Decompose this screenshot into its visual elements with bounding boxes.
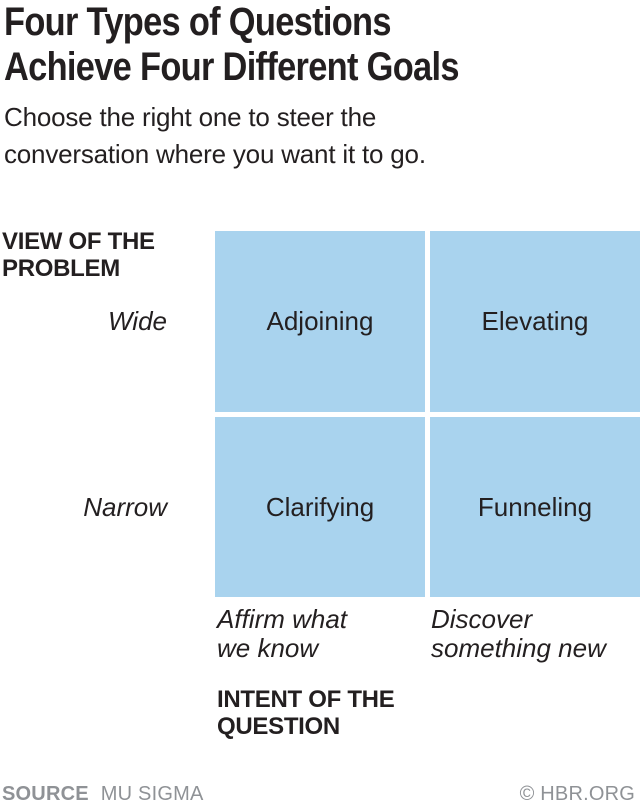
source-label: SOURCE (2, 783, 89, 805)
column-footnote-affirm: Affirm what we know (217, 605, 347, 663)
x-axis-title: INTENT OF THE QUESTION (217, 686, 395, 740)
source-value: MU SIGMA (100, 783, 204, 805)
y-axis-title-line1: VIEW OF THE (2, 228, 155, 255)
matrix-cell-funneling: Funneling (430, 417, 640, 597)
y-axis-title-line2: PROBLEM (2, 255, 120, 282)
x-axis-title-line2: QUESTION (217, 713, 340, 740)
page-title: Four Types of Questions Achieve Four Dif… (4, 0, 459, 90)
matrix-cell-clarifying: Clarifying (215, 417, 425, 597)
row-label-narrow: Narrow (83, 491, 167, 522)
page-title-line1: Four Types of Questions (4, 0, 392, 44)
x-axis-title-line1: INTENT OF THE (217, 686, 395, 713)
page-title-line2: Achieve Four Different Goals (4, 45, 459, 89)
matrix-cell-adjoining: Adjoining (215, 231, 425, 412)
source-attribution: SOURCE MU SIGMA (2, 782, 204, 806)
column-footnote-affirm-line2: we know (217, 633, 319, 663)
column-footnote-affirm-line1: Affirm what (217, 604, 348, 634)
subtitle-line2: conversation where you want it to go. (4, 139, 426, 169)
matrix-grid: Adjoining Elevating Clarifying Funneling (215, 231, 640, 597)
column-footnote-discover: Discover something new (431, 605, 606, 663)
y-axis-title: VIEW OF THE PROBLEM (2, 228, 155, 282)
column-footnote-discover-line2: something new (431, 633, 606, 663)
credit: © HBR.ORG (519, 783, 635, 805)
column-footnote-discover-line1: Discover (431, 604, 533, 634)
subtitle-line1: Choose the right one to steer the (4, 102, 377, 132)
subtitle: Choose the right one to steer the conver… (4, 99, 426, 173)
matrix-cell-elevating: Elevating (430, 231, 640, 412)
row-label-wide: Wide (107, 306, 167, 336)
